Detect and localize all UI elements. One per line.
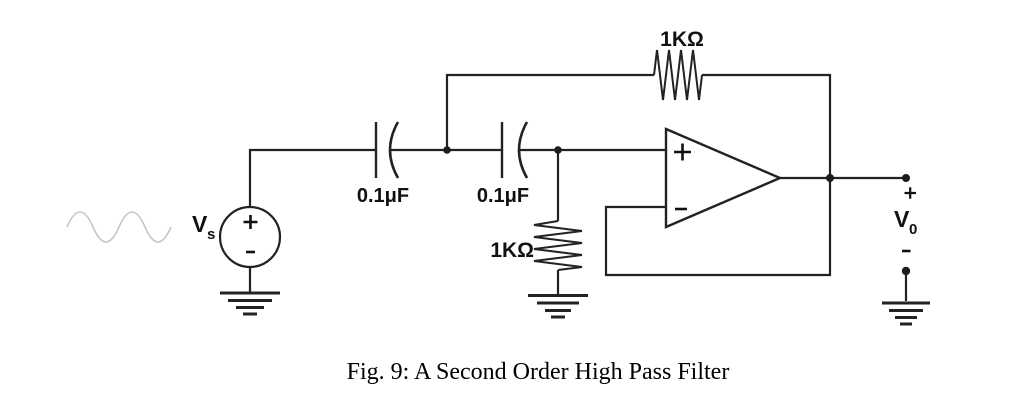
output-port: V 0: [894, 187, 917, 253]
wire-node1-riser-top: [445, 73, 654, 150]
junction-dots: [443, 146, 911, 276]
capacitor-plate-curved: [517, 121, 529, 179]
feedback-resistor-value: 1KΩ: [660, 28, 704, 51]
junction-dot: [443, 146, 451, 154]
voltage-source-circle: [218, 205, 282, 269]
junction-dot: [554, 146, 562, 154]
ground-icon: [528, 294, 588, 319]
ground-symbols: [220, 291, 930, 326]
source-label: V: [192, 211, 208, 237]
wire-top-right-feedback-loop: [604, 73, 832, 277]
plus-icon: [904, 187, 916, 199]
capacitor-c2: 0.1μF: [477, 121, 529, 207]
capacitor-c1-value: 0.1μF: [357, 185, 409, 207]
wires: [248, 73, 908, 301]
wire-source-to-cap1: [248, 148, 376, 207]
figure-caption: Fig. 9: A Second Order High Pass Filter: [346, 359, 730, 385]
output-label: V: [894, 206, 910, 232]
resistor-zigzag-icon: [533, 220, 583, 271]
plus-icon: [243, 215, 258, 229]
shunt-resistor: 1KΩ: [490, 220, 583, 271]
feedback-resistor: 1KΩ: [653, 28, 704, 101]
voltage-source: V s: [192, 205, 282, 269]
capacitor-plate-curved: [388, 121, 400, 179]
plus-icon: [674, 143, 691, 161]
opamp: [664, 127, 784, 229]
capacitor-c2-value: 0.1μF: [477, 185, 529, 207]
junction-dot: [902, 174, 910, 182]
output-label-subscript: 0: [909, 221, 917, 238]
ground-icon: [882, 301, 930, 326]
capacitor-c1: 0.1μF: [357, 121, 409, 207]
junction-dot: [901, 266, 911, 276]
ground-icon: [220, 291, 280, 316]
junction-dot: [826, 174, 834, 182]
resistor-zigzag-icon: [653, 49, 703, 101]
sine-wave-icon: [66, 211, 172, 243]
shunt-resistor-value: 1KΩ: [490, 239, 534, 262]
opamp-triangle: [664, 127, 784, 229]
source-label-subscript: s: [207, 226, 215, 243]
